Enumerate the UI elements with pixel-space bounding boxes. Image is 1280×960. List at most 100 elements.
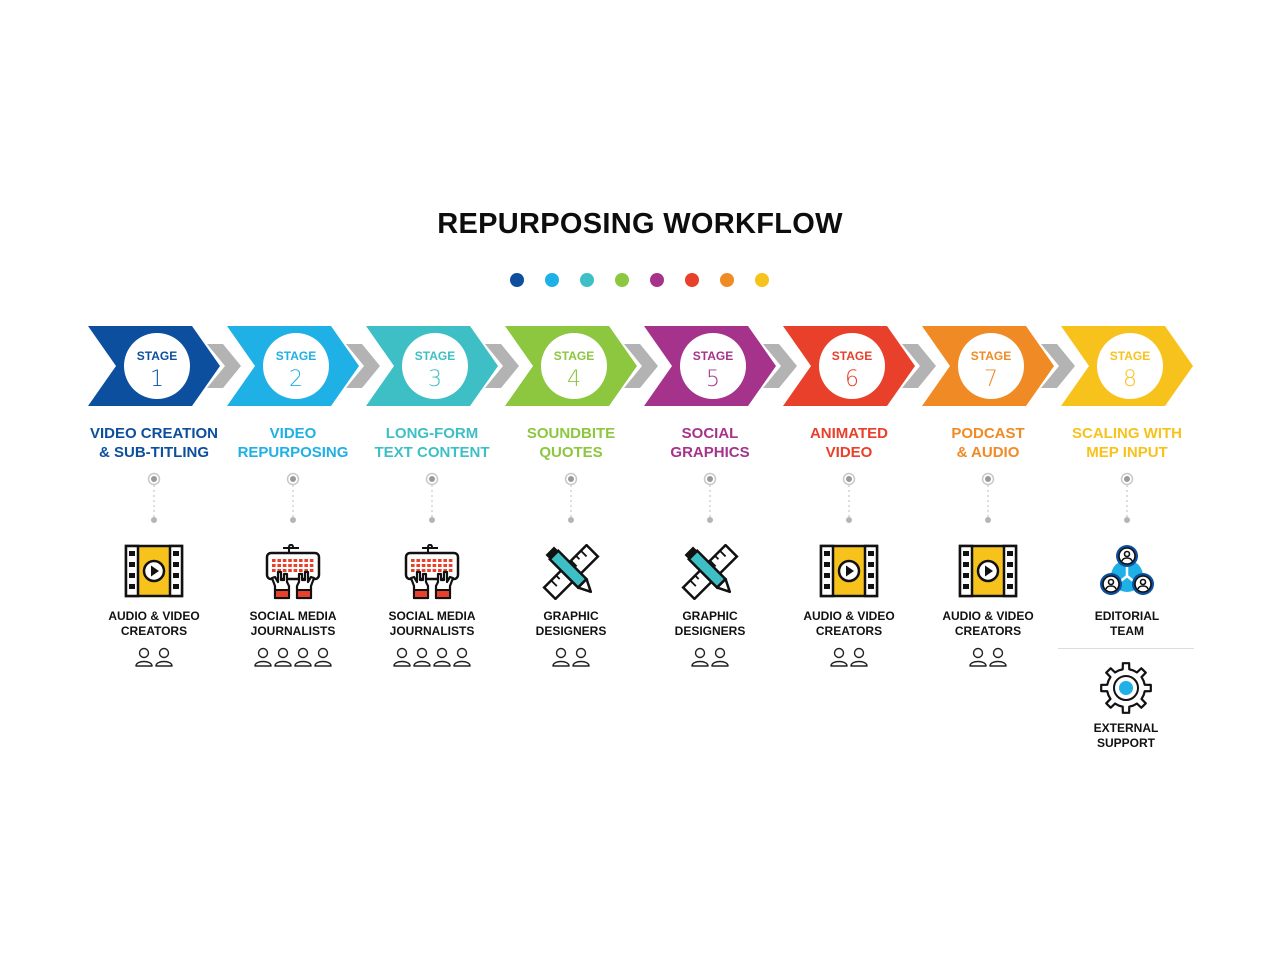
gray-arrow — [207, 344, 241, 388]
color-dot — [510, 273, 524, 287]
people-count — [223, 647, 363, 669]
color-dot — [650, 273, 664, 287]
person-icon — [393, 647, 411, 667]
role-label-line-1: SOCIAL MEDIA — [249, 609, 337, 623]
person-icon — [572, 647, 590, 667]
gray-arrow — [1041, 344, 1075, 388]
stage-label-line-1: PODCAST — [951, 425, 1025, 442]
person-icon — [294, 647, 312, 667]
role-label-line-2: TEAM — [1110, 624, 1144, 638]
color-dot — [580, 273, 594, 287]
person-icon — [433, 647, 451, 667]
stage-label: SOCIAL GRAPHICS — [640, 424, 780, 462]
stage-word: STAGE — [971, 349, 1011, 363]
people-count — [501, 647, 641, 669]
person-icon — [969, 647, 987, 667]
stage-label-line-1: SCALING WITH — [1072, 425, 1182, 442]
gray-arrow — [346, 344, 380, 388]
role-label: SOCIAL MEDIA JOURNALISTS — [223, 609, 363, 639]
stage-word: STAGE — [832, 349, 872, 363]
stage-label-line-2: VIDEO — [825, 444, 873, 461]
team-network-icon — [1097, 544, 1157, 600]
person-icon — [691, 647, 709, 667]
color-dot — [720, 273, 734, 287]
stage-number: 3 — [428, 367, 442, 392]
stage-label-line-1: ANIMATED — [809, 425, 889, 442]
stage-number: 6 — [845, 367, 859, 392]
role-label-line-2: JOURNALISTS — [250, 624, 336, 638]
role-label: AUDIO & VIDEO CREATORS — [918, 609, 1058, 639]
color-dot — [755, 273, 769, 287]
person-icon — [850, 647, 868, 667]
stage-label-line-2: QUOTES — [539, 444, 603, 461]
stage-label-line-2: & AUDIO — [956, 444, 1020, 461]
pencil-ruler-icon — [680, 543, 740, 601]
person-icon — [155, 647, 173, 667]
connector-line — [703, 472, 717, 523]
role-label: AUDIO & VIDEO CREATORS — [84, 609, 224, 639]
role-label-line-2: CREATORS — [815, 624, 883, 638]
film-icon — [958, 544, 1018, 600]
role-label-line-1: AUDIO & VIDEO — [108, 609, 200, 623]
role-label-line-2: JOURNALISTS — [389, 624, 475, 638]
stage-label: SCALING WITH MEP INPUT — [1057, 424, 1197, 462]
gray-arrow — [902, 344, 936, 388]
person-icon — [274, 647, 292, 667]
person-icon — [552, 647, 570, 667]
role-label-line-1: EDITORIAL — [1094, 609, 1160, 623]
gear-icon — [1098, 660, 1154, 716]
person-icon — [989, 647, 1007, 667]
role-label: EDITORIAL TEAM — [1057, 609, 1197, 639]
external-label-line-1: EXTERNAL — [1093, 721, 1159, 735]
role-label-line-2: CREATORS — [954, 624, 1022, 638]
stage-number: 4 — [567, 367, 581, 392]
stage-word: STAGE — [693, 349, 733, 363]
stage-label-line-2: MEP INPUT — [1086, 444, 1168, 461]
role-label-line-2: CREATORS — [120, 624, 188, 638]
person-icon — [453, 647, 471, 667]
stage-label: PODCAST & AUDIO — [918, 424, 1058, 462]
role-label-line-1: GRAPHIC — [682, 609, 738, 623]
stage-word: STAGE — [415, 349, 455, 363]
gray-arrow — [763, 344, 797, 388]
pencil-ruler-icon — [541, 543, 601, 601]
connector-line — [564, 472, 578, 523]
person-icon — [830, 647, 848, 667]
person-icon — [314, 647, 332, 667]
people-count — [640, 647, 780, 669]
connector-line — [1120, 472, 1134, 523]
role-label: GRAPHIC DESIGNERS — [501, 609, 641, 639]
stage-number: 1 — [150, 367, 164, 392]
stage-label-line-1: SOUNDBITE — [526, 425, 616, 442]
stage-number: 5 — [706, 367, 720, 392]
role-label-line-2: DESIGNERS — [535, 624, 607, 638]
role-label-line-2: DESIGNERS — [674, 624, 746, 638]
person-icon — [413, 647, 431, 667]
keyboard-hands-icon — [402, 543, 462, 600]
stage-label: SOUNDBITE QUOTES — [501, 424, 641, 462]
stage-label-line-2: TEXT CONTENT — [374, 444, 490, 461]
stage-word: STAGE — [554, 349, 594, 363]
film-icon — [819, 544, 879, 600]
people-count — [779, 647, 919, 669]
stage-number: 7 — [984, 367, 998, 392]
keyboard-hands-icon — [263, 543, 323, 600]
stage-label-line-2: GRAPHICS — [670, 444, 750, 461]
stage-chevron: STAGE 6 — [783, 326, 915, 406]
color-dots — [510, 273, 780, 289]
stage-label-line-1: VIDEO — [269, 425, 317, 442]
role-label: AUDIO & VIDEO CREATORS — [779, 609, 919, 639]
stage-label: VIDEO REPURPOSING — [223, 424, 363, 462]
stage-word: STAGE — [276, 349, 316, 363]
divider — [1058, 648, 1194, 649]
people-count — [362, 647, 502, 669]
stage-label-line-1: VIDEO CREATION — [89, 425, 219, 442]
color-dot — [685, 273, 699, 287]
role-label-line-1: AUDIO & VIDEO — [803, 609, 895, 623]
stage-label-line-1: SOCIAL — [681, 425, 739, 442]
role-label-line-1: GRAPHIC — [543, 609, 599, 623]
connector-line — [286, 472, 300, 523]
